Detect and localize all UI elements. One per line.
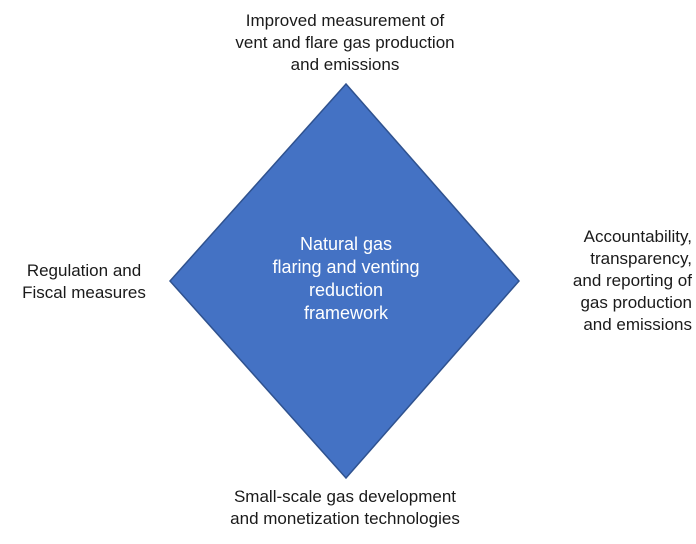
left-label-regulation: Regulation and Fiscal measures	[22, 261, 146, 302]
center-label-framework: Natural gas flaring and venting reductio…	[272, 234, 420, 323]
bottom-label-technologies: Small-scale gas development and monetiza…	[230, 487, 460, 528]
framework-diamond	[168, 82, 520, 480]
right-label-accountability: Accountability, transparency, and report…	[572, 227, 692, 334]
top-label-measurement: Improved measurement of vent and flare g…	[235, 11, 455, 74]
